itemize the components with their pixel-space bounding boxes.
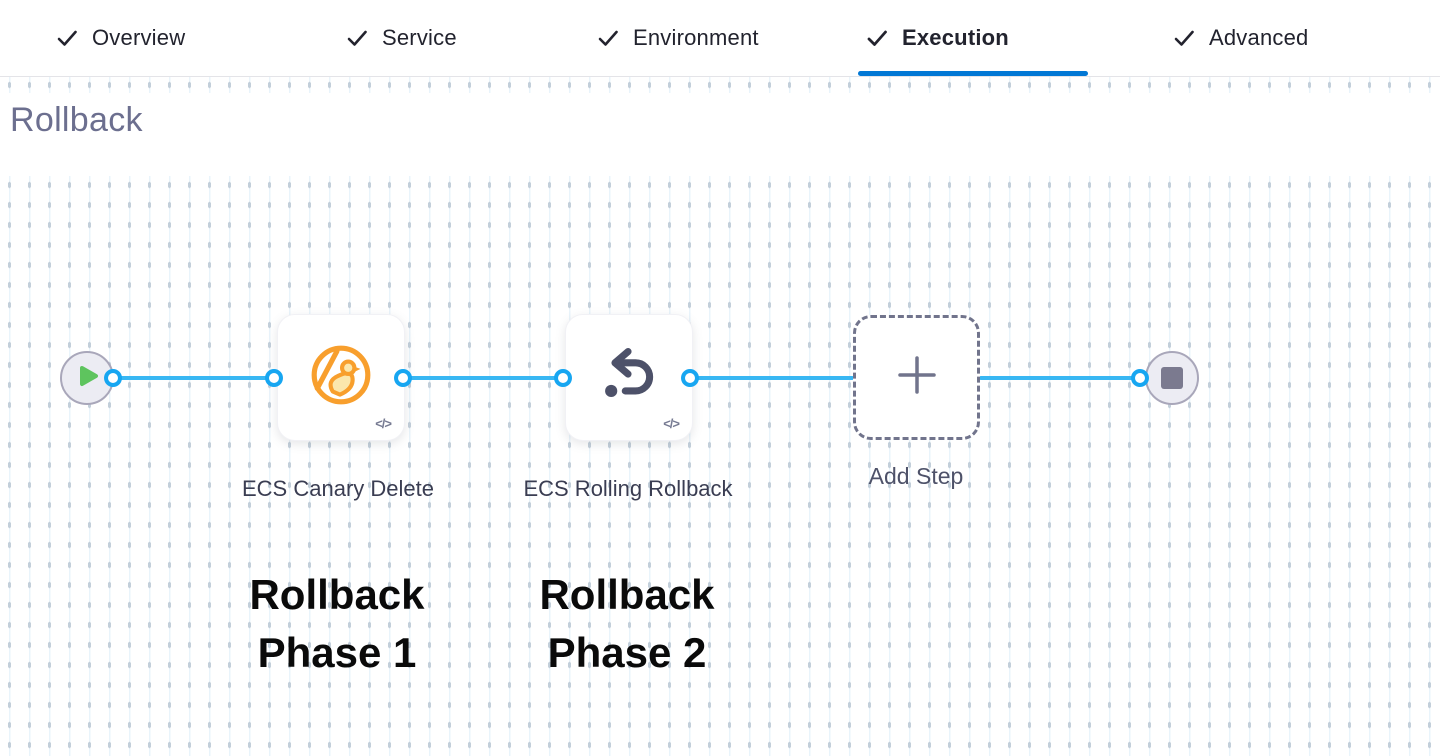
connector-port[interactable] xyxy=(554,369,572,387)
check-icon xyxy=(345,26,369,50)
step-node-ecs-rolling-rollback[interactable]: </> xyxy=(565,314,693,441)
flow-line xyxy=(113,376,274,380)
play-icon xyxy=(73,362,101,395)
rollback-arrow-icon xyxy=(599,345,659,410)
code-icon[interactable]: </> xyxy=(663,416,680,431)
check-icon xyxy=(596,26,620,50)
tab-service[interactable]: Service xyxy=(345,0,457,76)
connector-port[interactable] xyxy=(394,369,412,387)
annotation-rollback-phase-2: Rollback Phase 2 xyxy=(539,571,715,676)
check-icon xyxy=(55,26,79,50)
connector-port[interactable] xyxy=(265,369,283,387)
tab-label: Advanced xyxy=(1209,25,1309,50)
flow-line xyxy=(979,376,1141,380)
active-tab-underline xyxy=(858,71,1088,76)
stop-icon xyxy=(1161,367,1183,389)
section-header-strip xyxy=(0,93,1440,176)
check-icon xyxy=(865,26,889,50)
pipeline-canvas[interactable]: Rollback </> xyxy=(0,77,1440,756)
tab-label: Service xyxy=(382,25,457,50)
add-step-button[interactable] xyxy=(853,315,980,440)
plus-icon xyxy=(894,352,940,403)
step-label-ecs-rolling-rollback: ECS Rolling Rollback xyxy=(523,476,733,501)
add-step-label: Add Step xyxy=(868,463,964,489)
canary-delete-icon xyxy=(308,342,374,413)
pipeline-end-node xyxy=(1145,351,1199,405)
tab-execution[interactable]: Execution xyxy=(865,0,1009,76)
annotation-rollback-phase-1: Rollback Phase 1 xyxy=(249,571,425,676)
connector-port[interactable] xyxy=(104,369,122,387)
connector-port[interactable] xyxy=(681,369,699,387)
tab-label: Execution xyxy=(902,25,1009,50)
flow-line xyxy=(403,376,563,380)
step-label-ecs-canary-delete: ECS Canary Delete xyxy=(242,476,434,501)
step-wizard-tabbar: Overview Service Environment Execution A… xyxy=(0,0,1440,77)
check-icon xyxy=(1172,26,1196,50)
connector-port[interactable] xyxy=(1131,369,1149,387)
code-icon[interactable]: </> xyxy=(375,416,392,431)
tab-label: Environment xyxy=(633,25,759,50)
flow-line xyxy=(690,376,854,380)
step-node-ecs-canary-delete[interactable]: </> xyxy=(277,314,405,441)
tab-advanced[interactable]: Advanced xyxy=(1172,0,1308,76)
tab-label: Overview xyxy=(92,25,186,50)
tab-overview[interactable]: Overview xyxy=(55,0,185,76)
section-title: Rollback xyxy=(10,101,143,139)
tab-environment[interactable]: Environment xyxy=(596,0,759,76)
